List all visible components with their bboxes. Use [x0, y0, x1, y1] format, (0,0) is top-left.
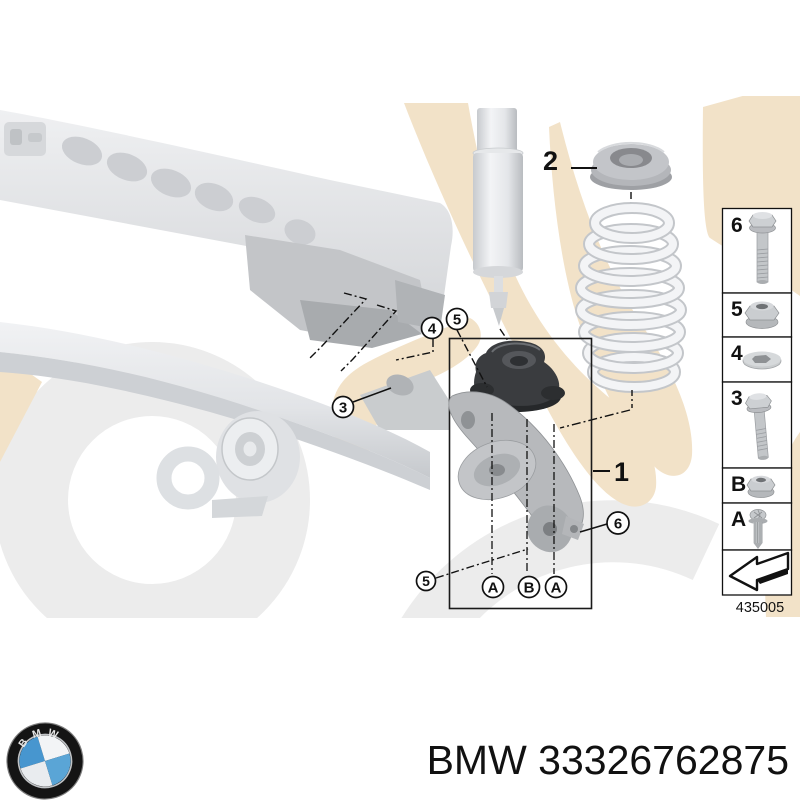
callout-circle-3: 3 [331, 395, 355, 419]
hex-flange-bolt-long-icon [748, 212, 777, 284]
bmw-roundel-logo: B M W [6, 722, 84, 800]
legend-label-6: 6 [731, 214, 743, 237]
svg-text:4: 4 [428, 320, 437, 337]
crossmember-holes [61, 136, 316, 245]
coil-spring [575, 202, 687, 393]
flange-nut-small-icon [746, 475, 776, 498]
svg-text:6: 6 [614, 515, 622, 532]
part-number-text: BMW 33326762875 [427, 737, 789, 783]
arm-pivot-bolt [386, 374, 414, 396]
legend-diagram-number: 435005 [736, 600, 784, 616]
callout-circle-a-left: A [481, 575, 505, 599]
kit-group-box [448, 337, 593, 610]
legend-label-5: 5 [731, 298, 743, 321]
piston-rod [494, 276, 503, 292]
callout-circle-6: 6 [606, 511, 630, 535]
callout-circle-b: B [517, 575, 541, 599]
svg-text:A: A [551, 579, 562, 596]
callout-circle-5-bottom: 5 [415, 570, 437, 592]
arm-inner-section [360, 370, 449, 430]
fastener-legend: 6 5 4 3 B A [721, 207, 793, 616]
callout-circle-a-right: A [544, 575, 568, 599]
legend-label-b: B [731, 473, 746, 496]
top-left-bracket [4, 122, 46, 156]
mounting-direction-arrow-icon [728, 551, 790, 592]
fastener-axis-lines [491, 413, 555, 574]
legend-label-a: A [731, 508, 746, 531]
callout-1: 1 [614, 457, 629, 487]
flange-nut-icon [744, 301, 780, 329]
logo-letter-w: W [46, 727, 60, 742]
legend-label-4: 4 [731, 342, 743, 365]
callout-circle-5-top: 5 [445, 307, 469, 331]
hex-flange-bolt-icon [745, 393, 772, 460]
spring-axis-lines [559, 390, 633, 429]
shock-absorber [472, 108, 524, 326]
svg-text:5: 5 [422, 573, 430, 589]
front-bushing-mount [156, 411, 300, 518]
control-arm [448, 391, 584, 553]
svg-text:A: A [488, 579, 499, 596]
upper-spring-pad [590, 141, 672, 190]
svg-text:3: 3 [339, 399, 347, 416]
lower-rail-tube [0, 322, 430, 478]
rear-subframe-illustration [0, 110, 453, 518]
lower-rail-tube-shadow [0, 352, 430, 490]
svg-text:B: B [524, 579, 535, 596]
ribbed-collar-screw-icon [748, 509, 768, 549]
callout-2: 2 [543, 146, 558, 176]
leader-lines [309, 167, 610, 579]
legend-label-3: 3 [731, 387, 743, 410]
lower-spring-pad [470, 340, 565, 412]
callout-circle-4: 4 [420, 316, 444, 340]
callouts: 2 1 4 5 3 6 5 A B [331, 146, 630, 599]
washer-icon [742, 351, 782, 370]
diff-mount-bracket-shadow [300, 300, 422, 348]
svg-text:5: 5 [453, 311, 461, 328]
logo-letter-m: M [31, 727, 43, 741]
